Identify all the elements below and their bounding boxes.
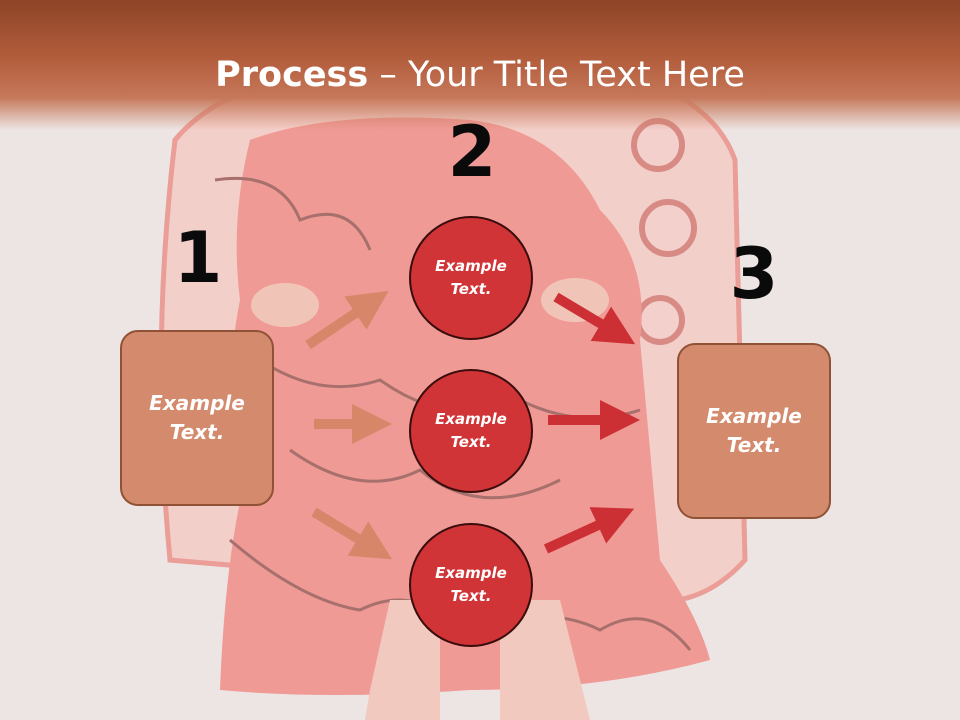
title-rest: – Your Title Text Here [368, 55, 745, 95]
box-step-3[interactable]: Example Text. [677, 343, 831, 519]
title-bar [0, 0, 960, 130]
circle-middle-text: Example Text. [435, 410, 507, 451]
circle-top-text: Example Text. [435, 257, 507, 298]
box-step-1-text: Example Text. [149, 391, 245, 444]
step-number-1: 1 [173, 217, 223, 299]
circle-top[interactable]: Example Text. [409, 216, 533, 340]
circle-bottom-text: Example Text. [435, 564, 507, 605]
slide-title: Process – Your Title Text Here [0, 50, 960, 100]
circle-middle[interactable]: Example Text. [409, 369, 533, 493]
box-step-3-text: Example Text. [706, 404, 802, 457]
step-number-2: 2 [447, 111, 497, 193]
step-number-3: 3 [729, 233, 779, 315]
box-step-1[interactable]: Example Text. [120, 330, 274, 506]
circle-bottom[interactable]: Example Text. [409, 523, 533, 647]
title-bold: Process [215, 55, 369, 95]
